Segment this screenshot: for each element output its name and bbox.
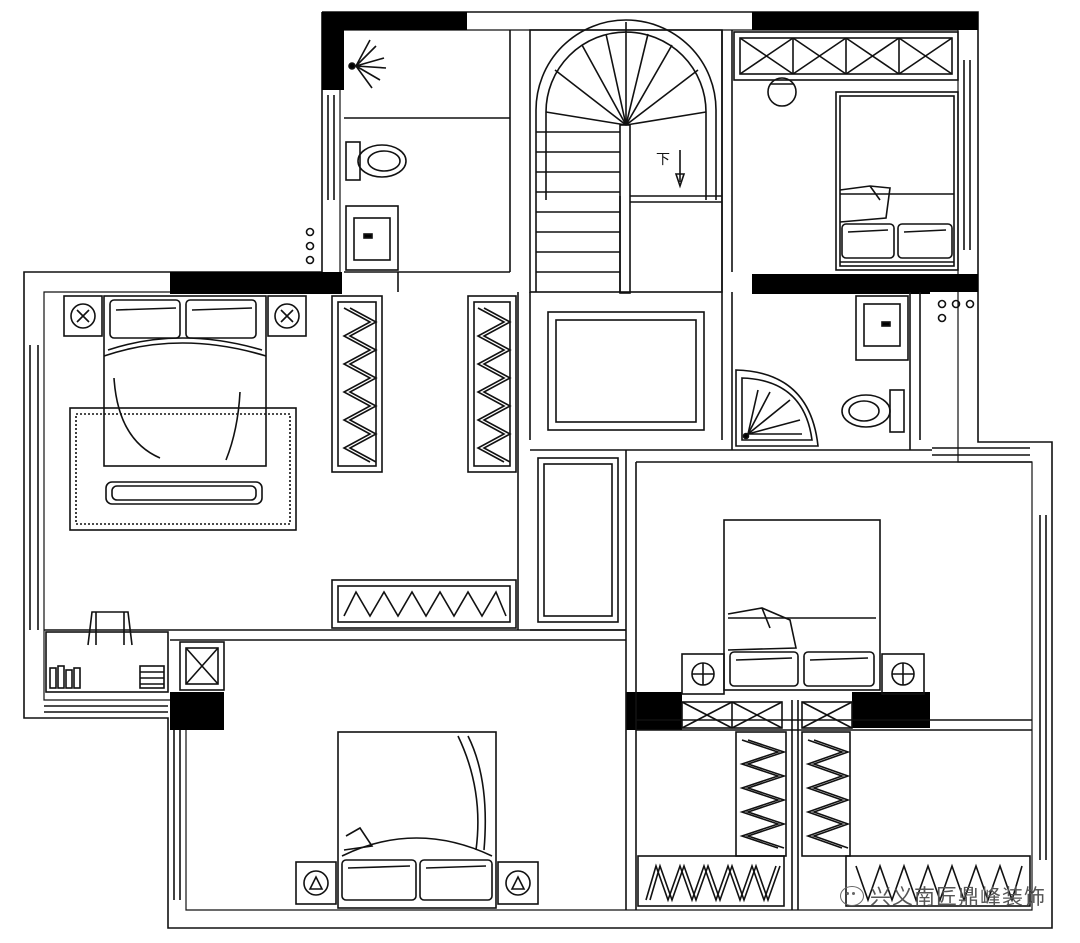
shower [348,39,387,89]
landing-table [537,311,705,623]
interior-walls [44,29,1032,910]
sink-right [855,295,909,361]
stair-label: 下 [656,152,670,168]
wardrobe-vertical-left [735,731,787,857]
nightstands-master [63,295,307,337]
corner-shower [735,369,819,447]
wardrobe-master-left [331,295,383,473]
closet-top-right [733,31,959,107]
wardrobe-bottom-right [845,855,1031,907]
small-cabinet [179,641,225,691]
nightstands-bottom [295,861,539,905]
watermark-text: 兴义南匠鼎峰装饰 [870,885,1046,909]
ac-units [305,227,975,323]
wardrobe-vertical-right [801,731,851,857]
wechat-icon [840,886,864,906]
watermark: 兴义南匠鼎峰装饰 [840,881,1046,911]
closet-crosses-bottom [681,701,853,729]
toilet-right [841,389,905,433]
outer-walls [23,11,1053,929]
bed-bottom [337,731,497,909]
bed-top-right [835,91,959,271]
toilet-top-left [345,141,407,181]
bed-right [723,519,881,691]
sink-top-left [345,205,399,271]
solid-columns [170,12,978,730]
wardrobe-master-right [467,295,517,473]
staircase [535,19,722,294]
master-bed [69,295,297,531]
nightstands-right [681,653,925,695]
desk [45,611,169,693]
wardrobe-master-bottom [331,579,517,629]
wardrobe-bottom-left [637,855,785,907]
